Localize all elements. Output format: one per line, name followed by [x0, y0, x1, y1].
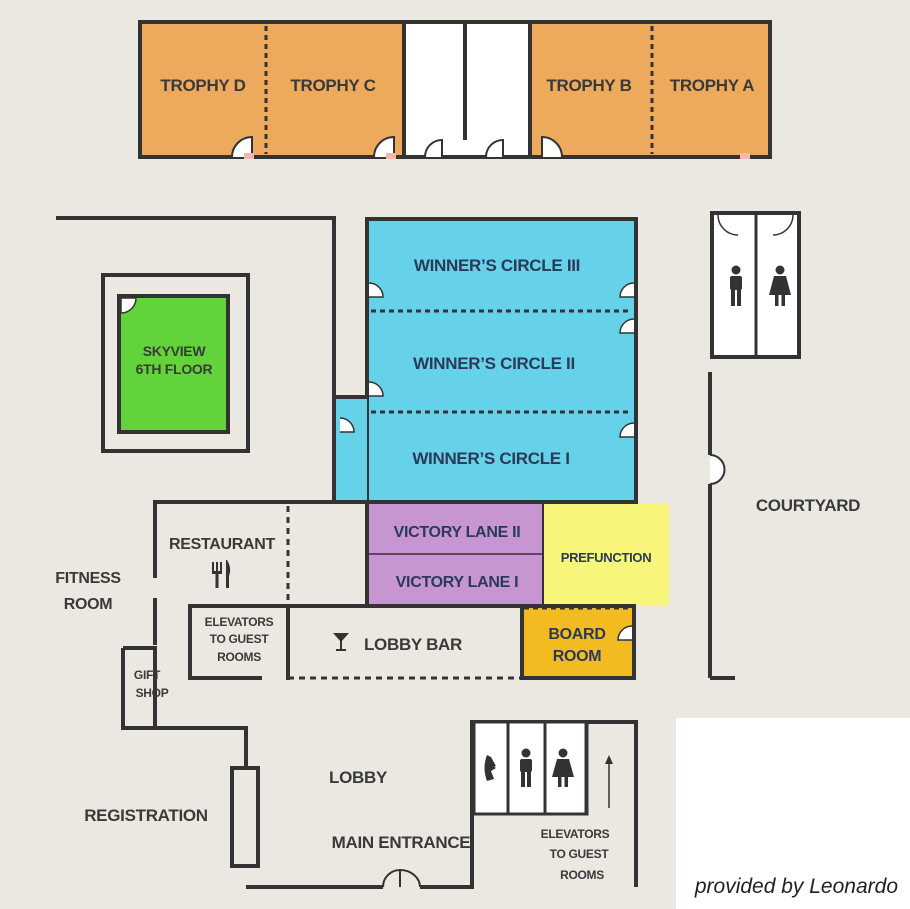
door-wc2-left[interactable] — [368, 381, 384, 397]
winners-circle-notch-wall — [332, 385, 369, 504]
room-board-room[interactable] — [520, 604, 636, 680]
label-trophy-b: TROPHY B — [546, 76, 631, 95]
man-icon — [730, 265, 742, 306]
door-wc2-right[interactable] — [619, 318, 635, 334]
label-board-room-2: ROOM — [553, 648, 602, 665]
door-trophy-c[interactable] — [373, 135, 395, 158]
label-elevators-left-2: TO GUEST — [210, 632, 270, 646]
label-prefunction: PREFUNCTION — [561, 550, 652, 565]
door-mark — [244, 153, 254, 159]
up-arrow-icon — [605, 755, 613, 808]
label-elevators-right-1: ELEVATORS — [541, 827, 610, 841]
door-courtyard[interactable] — [709, 454, 726, 485]
wall-bottom-right — [420, 720, 638, 889]
label-trophy-c: TROPHY C — [290, 76, 375, 95]
label-gift-shop-2: SHOP — [136, 686, 169, 700]
skyview-frame-outer — [101, 273, 250, 453]
registration-column — [230, 766, 260, 868]
label-restaurant: RESTAURANT — [169, 536, 276, 553]
label-lobby: LOBBY — [329, 768, 388, 787]
door-restroom-women[interactable] — [772, 214, 794, 236]
fork-knife-icon — [212, 560, 231, 588]
room-trophy-ba[interactable] — [528, 20, 772, 159]
door-wc3-right[interactable] — [619, 282, 635, 298]
label-winners-circle-3: WINNER’S CIRCLE III — [414, 256, 580, 275]
door-mark — [740, 153, 750, 159]
label-fitness-1: FITNESS — [55, 570, 121, 587]
label-skyview-1: SKYVIEW — [143, 343, 207, 359]
door-corridor-1[interactable] — [424, 138, 443, 158]
door-mark — [386, 153, 396, 159]
door-skyview[interactable] — [120, 297, 137, 314]
door-board-room[interactable] — [617, 625, 633, 641]
label-elevators-left-1: ELEVATORS — [205, 615, 274, 629]
door-wc1-right[interactable] — [619, 422, 635, 438]
wall-restaurant — [153, 500, 367, 578]
label-trophy-d: TROPHY D — [160, 76, 245, 95]
label-elevators-left-3: ROOMS — [217, 650, 261, 664]
label-lobby-bar: LOBBY BAR — [364, 635, 462, 654]
label-courtyard: COURTYARD — [756, 496, 860, 515]
woman-icon — [552, 748, 574, 787]
woman-icon — [769, 265, 791, 306]
label-registration: REGISTRATION — [84, 806, 208, 825]
room-skyview[interactable] — [117, 294, 230, 434]
label-victory-lane-1: VICTORY LANE I — [396, 574, 519, 591]
wall-giftshop-left — [121, 648, 155, 730]
phone-icon — [484, 755, 496, 781]
cocktail-icon — [333, 633, 349, 651]
label-elevators-right-3: ROOMS — [560, 868, 604, 882]
door-restroom-men[interactable] — [717, 214, 739, 236]
label-main-entrance: MAIN ENTRANCE — [332, 833, 471, 852]
label-fitness-2: ROOM — [64, 596, 113, 613]
man-icon — [520, 748, 532, 787]
winners-circle-notch — [334, 397, 367, 502]
door-wc3-left[interactable] — [368, 282, 384, 298]
door-trophy-d[interactable] — [231, 135, 253, 158]
label-winners-circle-2: WINNER’S CIRCLE II — [413, 354, 575, 373]
door-trophy-b[interactable] — [541, 135, 563, 158]
label-elevators-right-2: TO GUEST — [550, 847, 610, 861]
trophy-block: TROPHY D TROPHY C TROPHY B TROPHY A — [138, 20, 772, 159]
white-corner — [676, 718, 910, 909]
credit-text: provided by Leonardo — [694, 875, 898, 898]
label-trophy-a: TROPHY A — [670, 76, 755, 95]
label-victory-lane-2: VICTORY LANE II — [394, 524, 521, 541]
room-winners-circle[interactable] — [365, 217, 638, 504]
door-main-entrance[interactable] — [382, 868, 421, 888]
door-wc1-left[interactable] — [339, 417, 355, 433]
label-board-room-1: BOARD — [548, 626, 605, 643]
room-prefunction[interactable] — [544, 504, 669, 606]
door-corridor-2[interactable] — [485, 138, 504, 158]
label-winners-circle-1: WINNER’S CIRCLE I — [412, 449, 569, 468]
label-gift-shop-1: GIFT — [134, 668, 161, 682]
room-trophy-dc[interactable] — [138, 20, 406, 159]
label-skyview-2: 6TH FLOOR — [136, 361, 213, 377]
